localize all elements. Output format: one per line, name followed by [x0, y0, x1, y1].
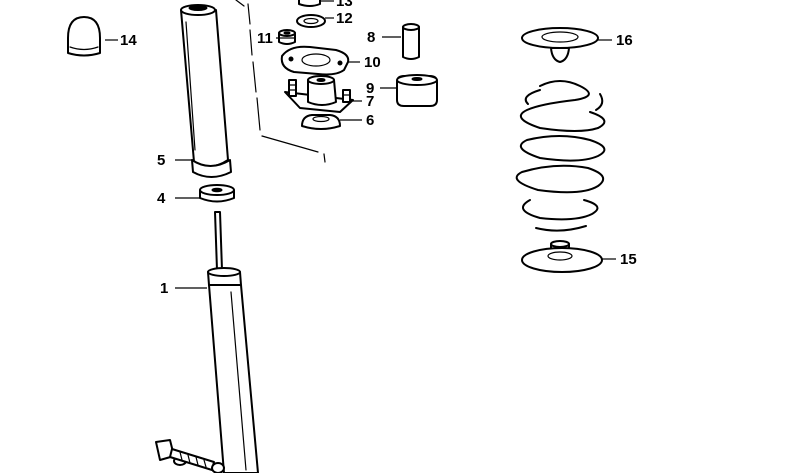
part-14-cap[interactable] [67, 16, 101, 57]
part-8-spacer-sleeve[interactable] [402, 23, 420, 60]
part-10-mounting-plate[interactable] [280, 45, 350, 76]
part-15-lower-spring-pad[interactable] [521, 240, 603, 273]
callout-9: 9 [366, 80, 374, 97]
callout-14: 14 [120, 32, 137, 49]
callout-11: 11 [257, 30, 273, 47]
mounting-bolt[interactable] [155, 439, 225, 473]
part-13-nut[interactable] [298, 0, 321, 7]
part-4-rubber-ring[interactable] [199, 184, 235, 203]
leader-lines [105, 0, 616, 289]
part-9-rubber-bushing[interactable] [396, 74, 438, 107]
assembly-line-upper [235, 0, 326, 163]
part-1-shock-absorber[interactable] [173, 211, 259, 473]
part-11-hex-nut[interactable] [278, 29, 296, 45]
callout-15: 15 [620, 251, 637, 268]
part-5-protection-tube[interactable] [180, 4, 232, 178]
part-12-washer[interactable] [296, 14, 326, 28]
callout-6: 6 [366, 112, 374, 129]
callout-5: 5 [157, 152, 165, 169]
coil-spring[interactable] [515, 80, 606, 232]
callout-1: 1 [160, 280, 168, 297]
callout-16: 16 [616, 32, 633, 49]
callout-13: 13 [336, 0, 353, 10]
callout-10: 10 [364, 54, 381, 71]
part-6-rubber-mount[interactable] [301, 114, 341, 130]
callout-labels: 14 5 4 1 11 12 13 10 7 6 8 9 16 15 [120, 0, 637, 297]
callout-7: 7 [366, 93, 374, 110]
callout-12: 12 [336, 10, 353, 27]
callout-4: 4 [157, 190, 166, 207]
part-16-upper-spring-pad[interactable] [521, 27, 599, 63]
part-7-support-bearing[interactable] [284, 75, 354, 113]
callout-8: 8 [367, 29, 375, 46]
